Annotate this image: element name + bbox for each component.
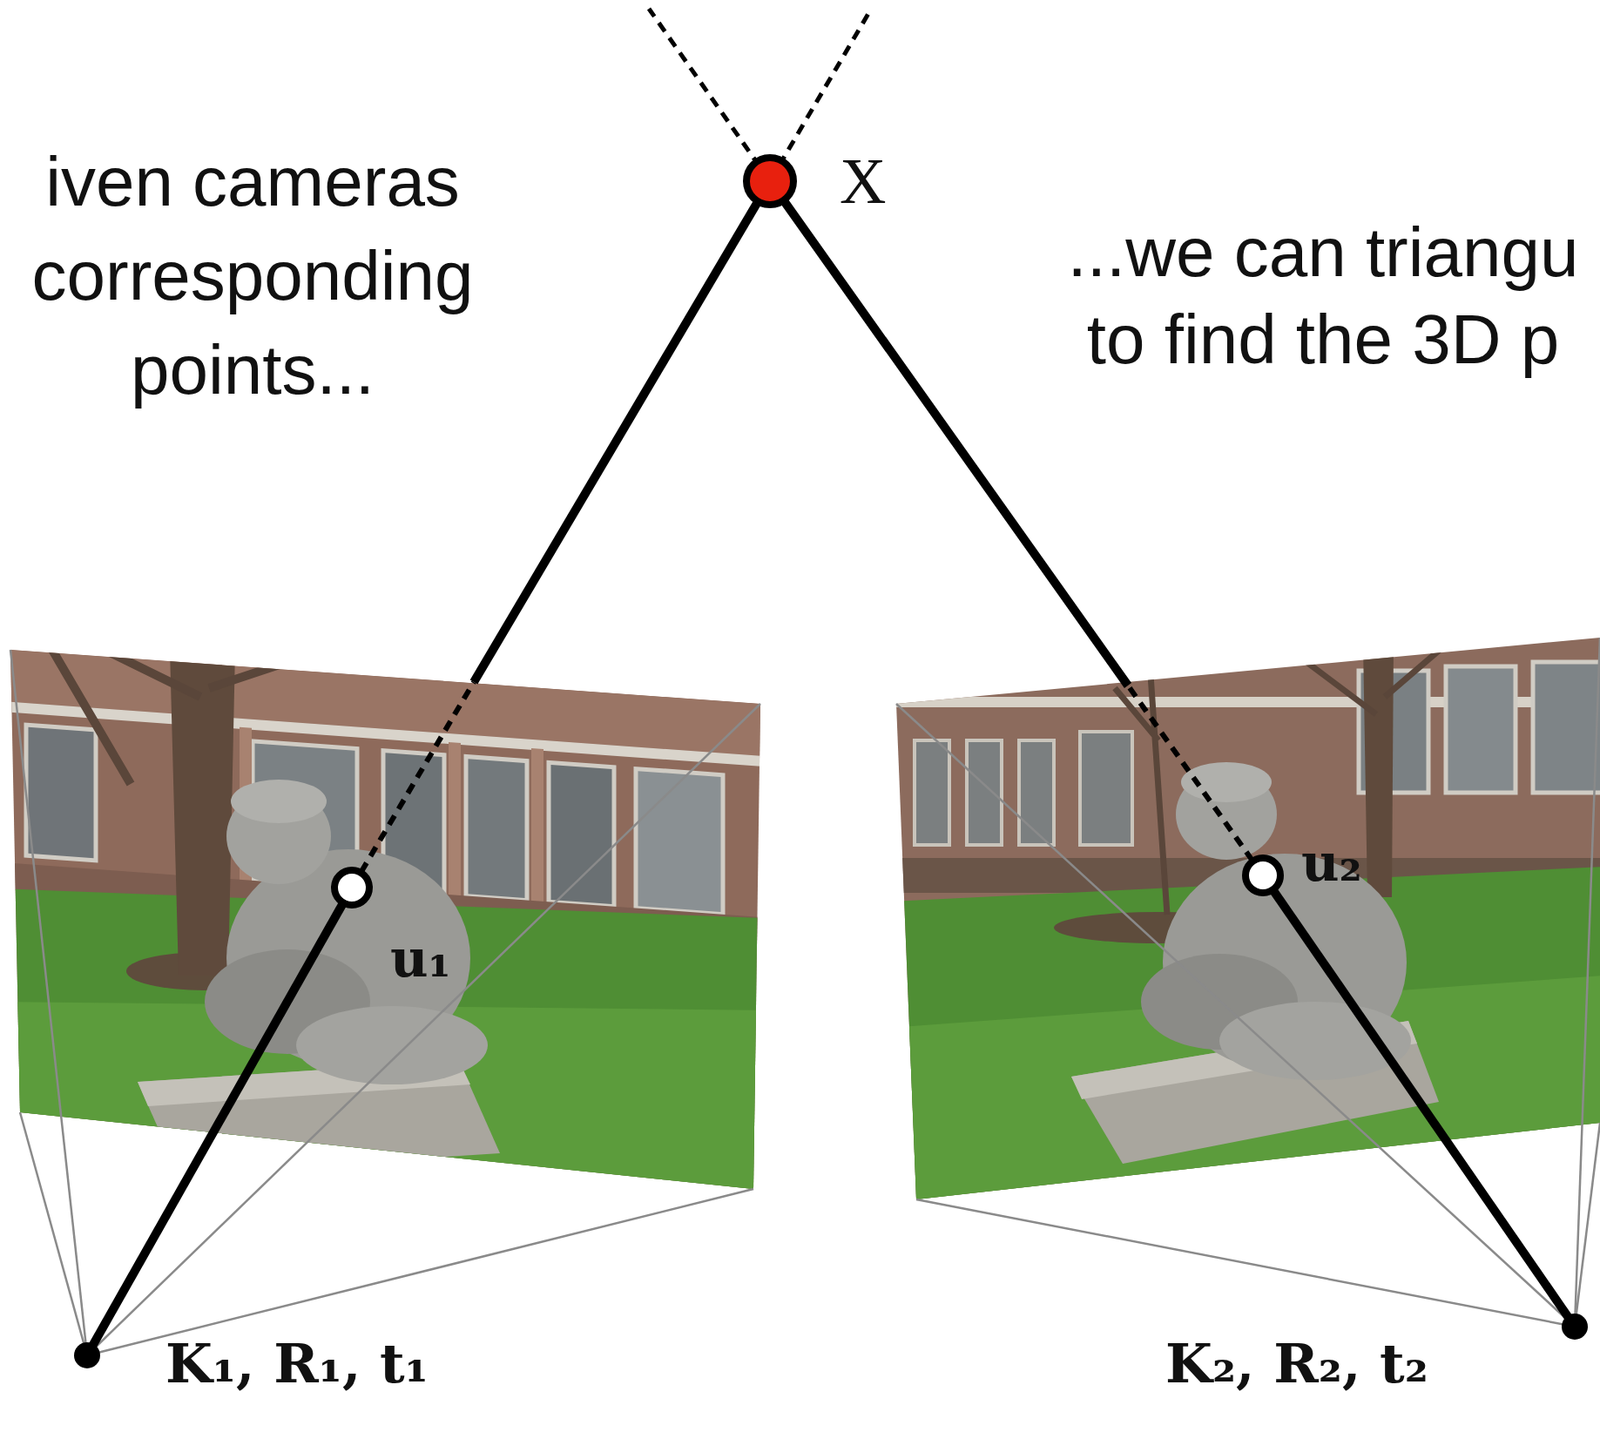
point-label: u₂ [1301,836,1363,889]
window [465,756,527,901]
image-point [334,870,370,905]
world-point [746,157,794,205]
caption-text: ...we can triangu to find the 3D p [1053,209,1594,384]
ray-solid [1262,875,1575,1327]
frustum-line [10,649,88,1356]
window [966,740,1002,845]
tree-branch [1114,644,1446,915]
frustum-line [1574,1122,1600,1327]
brick-wall [0,609,784,1220]
ray-dashed [351,681,474,888]
brick-band [0,648,784,758]
left-photo [0,609,784,1220]
frustum-line [87,1188,754,1356]
point-label: X [839,148,886,214]
image-point [1245,857,1281,893]
camera-center [74,1342,101,1369]
frustum-line [896,703,1575,1327]
window [635,769,723,915]
brick-pier [531,748,544,924]
tree-trunk [1363,644,1394,898]
tree-branch [52,649,288,784]
ray-extension [648,8,770,182]
statue-knees [296,1005,488,1085]
frustum-line [1574,637,1600,1327]
lawn [0,888,784,1220]
caption-text: iven cameras corresponding points... [17,135,488,418]
window [914,740,950,845]
frustum-line [87,703,761,1356]
window [1019,740,1054,845]
camera-frustum [10,637,1600,1356]
ray-dashed [1127,685,1263,876]
window [1445,666,1516,793]
window [1532,661,1600,793]
right-photo [888,627,1600,1220]
camera-center [1561,1313,1588,1340]
ray-solid [87,887,352,1356]
brick-pier [448,742,461,918]
tree-trunk [169,649,236,976]
frustum-line [916,1199,1575,1327]
pedestal [137,1060,500,1175]
window [548,762,615,906]
brick-wall [888,627,1600,1220]
ray-solid [473,181,770,682]
camera-label: K₂, R₂, t₂ [1165,1336,1429,1391]
statue-hat [230,779,327,824]
lawn-light [0,1001,784,1220]
window [26,724,96,861]
frustum-line [20,1112,88,1356]
camera-label: K₁, R₁, t₁ [165,1336,429,1391]
window [1080,731,1133,845]
point-label: u₁ [390,931,452,985]
